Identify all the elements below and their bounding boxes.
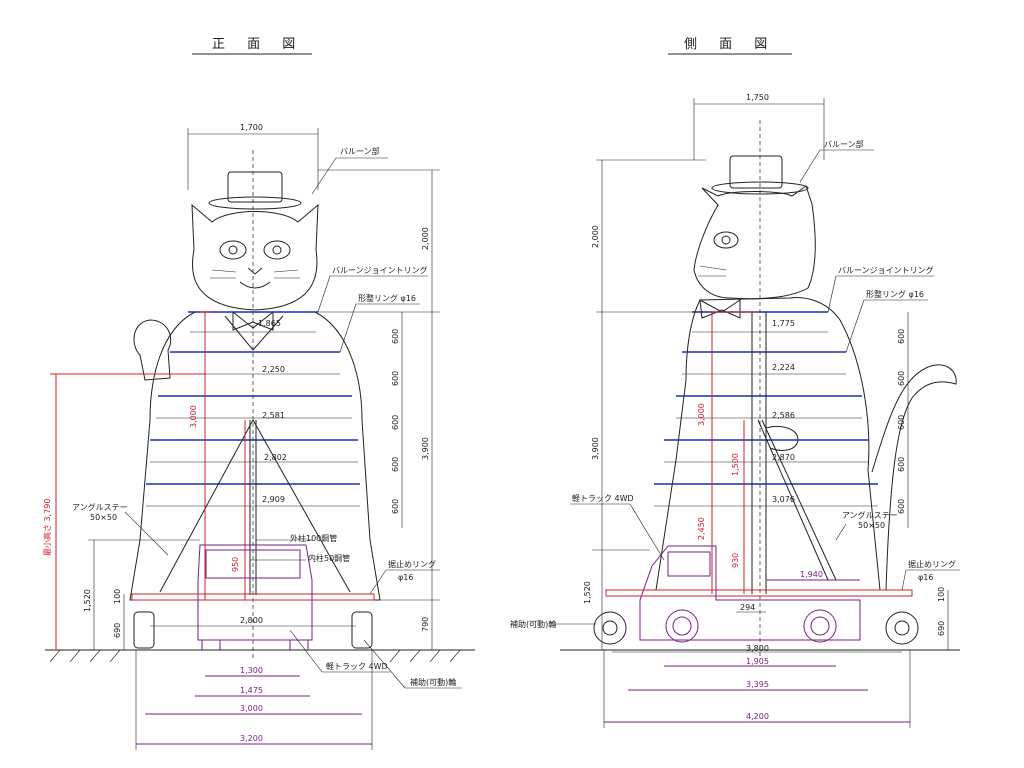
front-h-790: 790 — [421, 617, 430, 632]
side-label-shape-ring: 形整リング φ16 — [866, 289, 924, 299]
front-h-100: 100 — [113, 589, 122, 604]
side-spacing-3: 600 — [897, 415, 906, 430]
side-label-light-truck: 軽トラック 4WD — [572, 494, 634, 503]
side-ring-3: 2,586 — [772, 411, 795, 420]
front-w-3200: 3,200 — [240, 734, 263, 743]
front-h-690: 690 — [113, 623, 122, 638]
front-label-outer-pipe: 外柱100鋼管 — [290, 533, 337, 543]
front-spacing-4: 600 — [391, 457, 400, 472]
side-w-1940: 1,940 — [800, 570, 823, 579]
side-label-joint-ring: バルーンジョイントリング — [838, 265, 934, 275]
side-h-2000: 2,000 — [591, 225, 600, 248]
front-spacing-1: 600 — [391, 329, 400, 344]
front-label-stopper-ring-size: φ16 — [398, 573, 413, 582]
front-label-angle-stay: アングルステー — [72, 502, 128, 512]
cat-hat — [208, 171, 302, 210]
side-top-width: 1,750 — [746, 93, 769, 102]
side-h-100: 100 — [937, 587, 946, 602]
front-h-1520: 1,520 — [83, 589, 92, 612]
front-truck — [197, 544, 313, 651]
front-label-light-truck: 軽トラック 4WD — [326, 662, 388, 671]
side-label-angle-stay-size: 50×50 — [858, 521, 885, 530]
side-label-stopper-ring: 据止めリング — [908, 559, 956, 569]
side-ring-2: 2,224 — [772, 363, 795, 372]
side-w-3800: 3,800 — [746, 644, 769, 653]
side-spacing-1: 600 — [897, 329, 906, 344]
side-cat-head — [693, 185, 816, 300]
front-min-height: 最小高さ 3,790 — [42, 499, 52, 556]
front-w-1300: 1,300 — [240, 666, 263, 675]
cat-head — [191, 203, 319, 311]
front-h-3900: 3,900 — [421, 437, 430, 460]
front-ring-4: 2,802 — [264, 453, 287, 462]
front-spacing-3: 600 — [391, 415, 400, 430]
side-w-1905: 1,905 — [746, 657, 769, 666]
side-label-angle-stay: アングルステー — [842, 510, 898, 520]
side-label-balloon: バルーン部 — [824, 139, 864, 149]
front-label-balloon: バルーン部 — [340, 146, 380, 156]
front-w-1475: 1,475 — [240, 686, 263, 695]
side-red-2450: 2,450 — [697, 517, 706, 540]
front-ring-3: 2,581 — [262, 411, 285, 420]
front-label-joint-ring: バルーンジョイントリング — [332, 265, 428, 275]
front-red-950: 950 — [231, 557, 240, 572]
side-truck — [639, 545, 861, 643]
front-ring-2: 2,250 — [262, 365, 285, 374]
front-label-angle-stay-size: 50×50 — [90, 513, 117, 522]
side-w-294: 294 — [740, 603, 755, 612]
side-red-930: 930 — [731, 553, 740, 568]
front-spacing-5: 600 — [391, 499, 400, 514]
side-h-3900: 3,900 — [591, 437, 600, 460]
front-spacing-2: 600 — [391, 371, 400, 386]
side-w-3395: 3,395 — [746, 680, 769, 689]
front-w-3000: 3,000 — [240, 704, 263, 713]
side-ring-1: 1,775 — [772, 319, 795, 328]
side-h-1520: 1,520 — [583, 581, 592, 604]
front-ring-5: 2,909 — [262, 495, 285, 504]
side-ring-4: 2,870 — [772, 453, 795, 462]
side-spacing-5: 600 — [897, 499, 906, 514]
front-h-2000: 2,000 — [421, 227, 430, 250]
side-ring-5: 3,076 — [772, 495, 795, 504]
front-view-title: 正 面 図 — [212, 37, 304, 52]
front-frame-width: 2,800 — [240, 616, 263, 625]
side-red-3000: 3,000 — [697, 403, 706, 426]
front-label-shape-ring: 形整リング φ16 — [358, 293, 416, 303]
side-label-stopper-ring-size: φ16 — [918, 573, 933, 582]
side-spacing-4: 600 — [897, 457, 906, 472]
side-red-1500: 1,500 — [731, 453, 740, 476]
side-view: 側 面 図 1,750 — [510, 37, 960, 728]
front-label-inner-pipe: 内柱50鋼管 — [308, 553, 350, 563]
side-label-aux-wheel: 補助(可動)輪 — [510, 619, 556, 629]
side-w-4200: 4,200 — [746, 712, 769, 721]
front-red-3000: 3,000 — [189, 405, 198, 428]
front-view: 正 面 図 1,700 — [42, 37, 475, 750]
front-label-aux-wheel: 補助(可動)輪 — [410, 677, 456, 687]
side-view-title: 側 面 図 — [684, 37, 776, 52]
front-label-stopper-ring: 据止めリング — [388, 559, 436, 569]
side-h-690: 690 — [937, 621, 946, 636]
front-ring-1: 1,865 — [258, 319, 281, 328]
front-top-width: 1,700 — [240, 123, 263, 132]
side-spacing-2: 600 — [897, 371, 906, 386]
side-cat-hat — [711, 155, 809, 195]
